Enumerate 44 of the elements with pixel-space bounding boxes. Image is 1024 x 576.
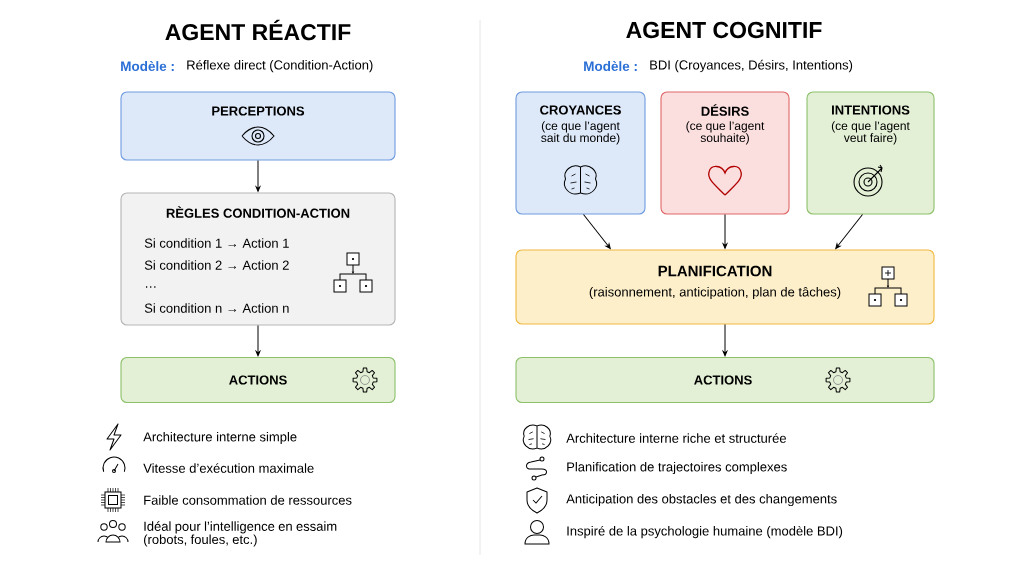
process-box [120, 91, 396, 161]
box-text: (ce que l’agent veut faire) [831, 121, 910, 145]
box-heading: RÈGLES CONDITION-ACTION [166, 206, 350, 218]
model-label: Modèle : [121, 61, 174, 71]
box-text: Si condition 2 → Action 2 [144, 260, 289, 270]
feature-text: Idéal pour l’intelligence en essaim (robots, foules, etc.) [144, 521, 337, 547]
box-heading: ACTIONS [229, 375, 287, 385]
box-text: Si condition 1 → Action 1 [144, 238, 289, 248]
arrow [255, 160, 261, 192]
arrow [835, 214, 863, 249]
box-heading: INTENTIONS [832, 105, 910, 115]
process-box [120, 356, 396, 404]
feature-text: Faible consommation de ressources [144, 495, 352, 505]
feature-text: Vitesse d’exécution maximale [143, 463, 314, 473]
process-box [660, 91, 790, 215]
box-text: … [146, 286, 156, 288]
feature-text: Architecture interne simple [143, 431, 297, 445]
box-heading: PERCEPTIONS [212, 106, 305, 116]
box-heading: DÉSIRS [701, 104, 749, 116]
box-heading: ACTIONS [694, 375, 752, 385]
box-text: (raisonnement, anticipation, plan de tâches) [589, 286, 841, 300]
feature-text: Anticipation des obstacles et des changements [566, 493, 837, 507]
arrow [583, 214, 611, 249]
model-label: Modèle : [584, 61, 637, 71]
arrow [255, 325, 261, 357]
box-heading: CROYANCES [540, 105, 621, 115]
box-text: (ce que l’agent sait du monde) [541, 121, 620, 145]
box-text: Si condition n → Action n [144, 303, 289, 313]
model-description: Réflexe direct (Condition-Action) [187, 59, 373, 73]
feature-text: Inspiré de la psychologie humaine (modèle BDI) [567, 525, 843, 539]
process-box [515, 356, 935, 404]
feature-text: Architecture interne riche et structurée [566, 433, 786, 443]
column-title: AGENT RÉACTIF [165, 19, 351, 41]
column-title: AGENT COGNITIF [626, 21, 822, 39]
feature-text: Planification de trajectoires complexes [567, 461, 787, 475]
box-heading: PLANIFICATION [658, 265, 772, 277]
model-description: BDI (Croyances, Désirs, Intentions) [650, 59, 853, 73]
box-text: (ce que l’agent souhaite) [686, 121, 765, 145]
process-box [515, 91, 646, 215]
arrow [722, 324, 728, 357]
process-box [515, 249, 935, 325]
arrow [722, 214, 728, 249]
rules-box [120, 192, 396, 326]
process-box [806, 91, 935, 215]
